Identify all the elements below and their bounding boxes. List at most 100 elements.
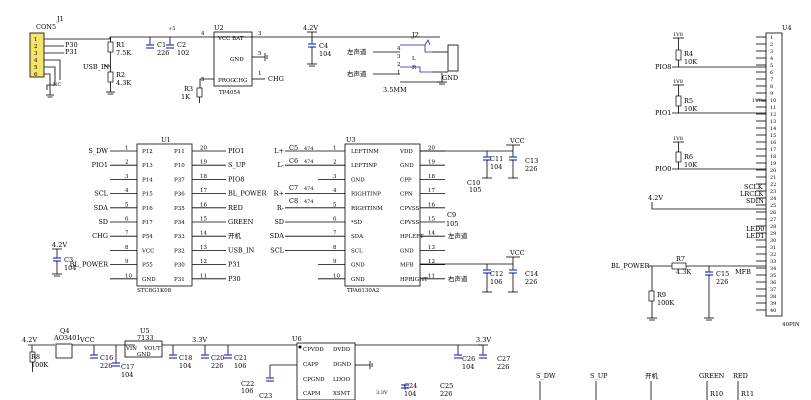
u3-right-net: 右声道 [448, 274, 468, 283]
u3-pin-name: GND [351, 277, 365, 283]
c24-ref: C24 [404, 382, 417, 390]
u3-pin-name: CPVSS [400, 206, 420, 212]
r3-val: 1K [181, 93, 190, 101]
u1-pin-num: 13 [200, 245, 207, 251]
u4-pin-num: 13 [770, 119, 776, 125]
u3-pin-name: *SD [351, 220, 363, 226]
u6-pin: CPGND [303, 377, 325, 383]
bottom-v33b: 3.3V [376, 390, 388, 396]
r1-val: 7.5K [116, 49, 131, 57]
r9 [648, 290, 655, 302]
u1-left-net: SD [98, 218, 108, 226]
c11-ref: C11 [490, 155, 503, 163]
r5-ref: R5 [684, 97, 693, 105]
u2-v42: 4.2V [303, 24, 318, 32]
u1-pin-num: 12 [200, 259, 207, 265]
u1-pin-num: 8 [125, 245, 129, 251]
u4-pin-num: 14 [770, 126, 776, 132]
jack-pin: 1 [397, 70, 401, 76]
u1-left-net: SCL [94, 190, 108, 198]
u1-pin-name: P34 [174, 220, 185, 226]
c9-val: 105 [446, 220, 458, 228]
r4-val: 10K [684, 58, 697, 66]
u3-pin-name: GND [351, 263, 365, 269]
u4-pin-num: 21 [770, 175, 776, 181]
u3-pin-name: GND [400, 163, 414, 169]
c16-ref: C16 [100, 354, 113, 362]
sclk-label: SCLK [744, 183, 763, 191]
u3-pin-num: 18 [428, 174, 435, 180]
j1-pin: 6 [34, 72, 38, 78]
c7-ref: C7 [289, 184, 298, 192]
c27-ref: C27 [497, 355, 510, 363]
u3-pin-name: VDD [399, 149, 413, 155]
headphone-jack: 左声道 右声道 J2 4 3 2 1 L R GND 3.5MM [347, 31, 459, 94]
u4-pin-num: 17 [770, 147, 776, 153]
u6-pin: DGND [333, 362, 352, 368]
u1-pin-num: 19 [200, 160, 207, 166]
u4-pin-num: 16 [770, 140, 776, 146]
j1-nc: NC [53, 82, 61, 88]
jack-ref: J2 [411, 31, 419, 39]
u1-pin-name: P37 [174, 177, 185, 183]
j1-pin: 3 [34, 51, 38, 57]
u4-pin-num: 37 [770, 287, 776, 293]
u3-pin-num: 3 [333, 174, 337, 180]
u1-v42: 4.2V [52, 241, 67, 249]
u6-body [296, 342, 356, 400]
u4-pin-num: 7 [770, 77, 773, 83]
u1-pin-name: P36 [174, 192, 185, 198]
u4-pin-num: 38 [770, 294, 776, 300]
r6 [675, 151, 682, 163]
c18-val: 104 [179, 362, 191, 370]
u4-pin-num: 26 [770, 210, 776, 216]
u1-pin-num: 18 [200, 174, 207, 180]
charger-circuit: +5 R1 7.5K USB_IN R2 4.3K C1 226 C2 102 … [83, 24, 331, 103]
u3-left-net: SDA [270, 232, 285, 240]
u6-ref: U6 [292, 335, 302, 343]
u3-left-net: SD [274, 218, 284, 226]
c2-ref: C2 [177, 41, 186, 49]
v18-label: 1V8 [673, 79, 683, 85]
c18-ref: C18 [179, 354, 192, 362]
u6-pin: XSMT [333, 391, 350, 397]
u3-pin-name: RIGHTINP [351, 192, 381, 198]
u1-pin-name: P31 [174, 277, 185, 283]
u2-pin: CHG [234, 78, 247, 84]
u1-pin-num: 5 [125, 202, 129, 208]
bottom-power-section: Q4 AO3401 4.2V R8 100K VCC C16 226 C17 1… [22, 327, 754, 400]
u3-pin-name: SDA [351, 234, 364, 240]
u1-part: STC8G1K08 [137, 288, 172, 294]
u5-pin: VIN [125, 346, 137, 352]
u5-pin: GND [137, 352, 151, 358]
c13-ref: C13 [525, 157, 538, 165]
v18b-label: 1V8 [752, 98, 762, 104]
u2-ref: U2 [214, 24, 224, 32]
u3-pin-num: 10 [333, 273, 340, 279]
u1-body [136, 143, 193, 287]
u4-pins: 1234567891011121314151617181920212223242… [756, 35, 776, 314]
c3-ref: C3 [64, 256, 73, 264]
bottom-vcc: VCC [79, 336, 95, 344]
bottom-net-sup: S_UP [590, 372, 608, 380]
j1-name: CON5 [36, 23, 56, 31]
u2-pin: PROG [218, 78, 235, 84]
u1-right-net: BL_POWER [228, 190, 267, 198]
u1-right-net: RED [228, 204, 243, 212]
jack-pin: 3 [397, 54, 401, 60]
c6-val: 474 [304, 159, 314, 165]
c23-ref: C23 [259, 392, 272, 400]
c21-val: 106 [234, 362, 246, 370]
c20-ref: C20 [211, 354, 224, 362]
u4-pin-num: 40 [770, 308, 776, 314]
u1-pin-num: 2 [125, 160, 129, 166]
u3-pin-num: 15 [428, 217, 435, 223]
u3-left-net: L+ [274, 147, 284, 155]
j1-net-p30: P30 [65, 41, 78, 49]
sdin-label: SDIN [746, 197, 764, 205]
r7-ref: R7 [676, 255, 685, 263]
q4-ref: Q4 [60, 327, 69, 335]
u4-pin-num: 2 [770, 42, 773, 48]
u3-amp: U3 TPA6130A2 C5 474 C6 474 C7 474 C8 474… [289, 136, 538, 294]
u1-left-net: CHG [92, 232, 108, 240]
